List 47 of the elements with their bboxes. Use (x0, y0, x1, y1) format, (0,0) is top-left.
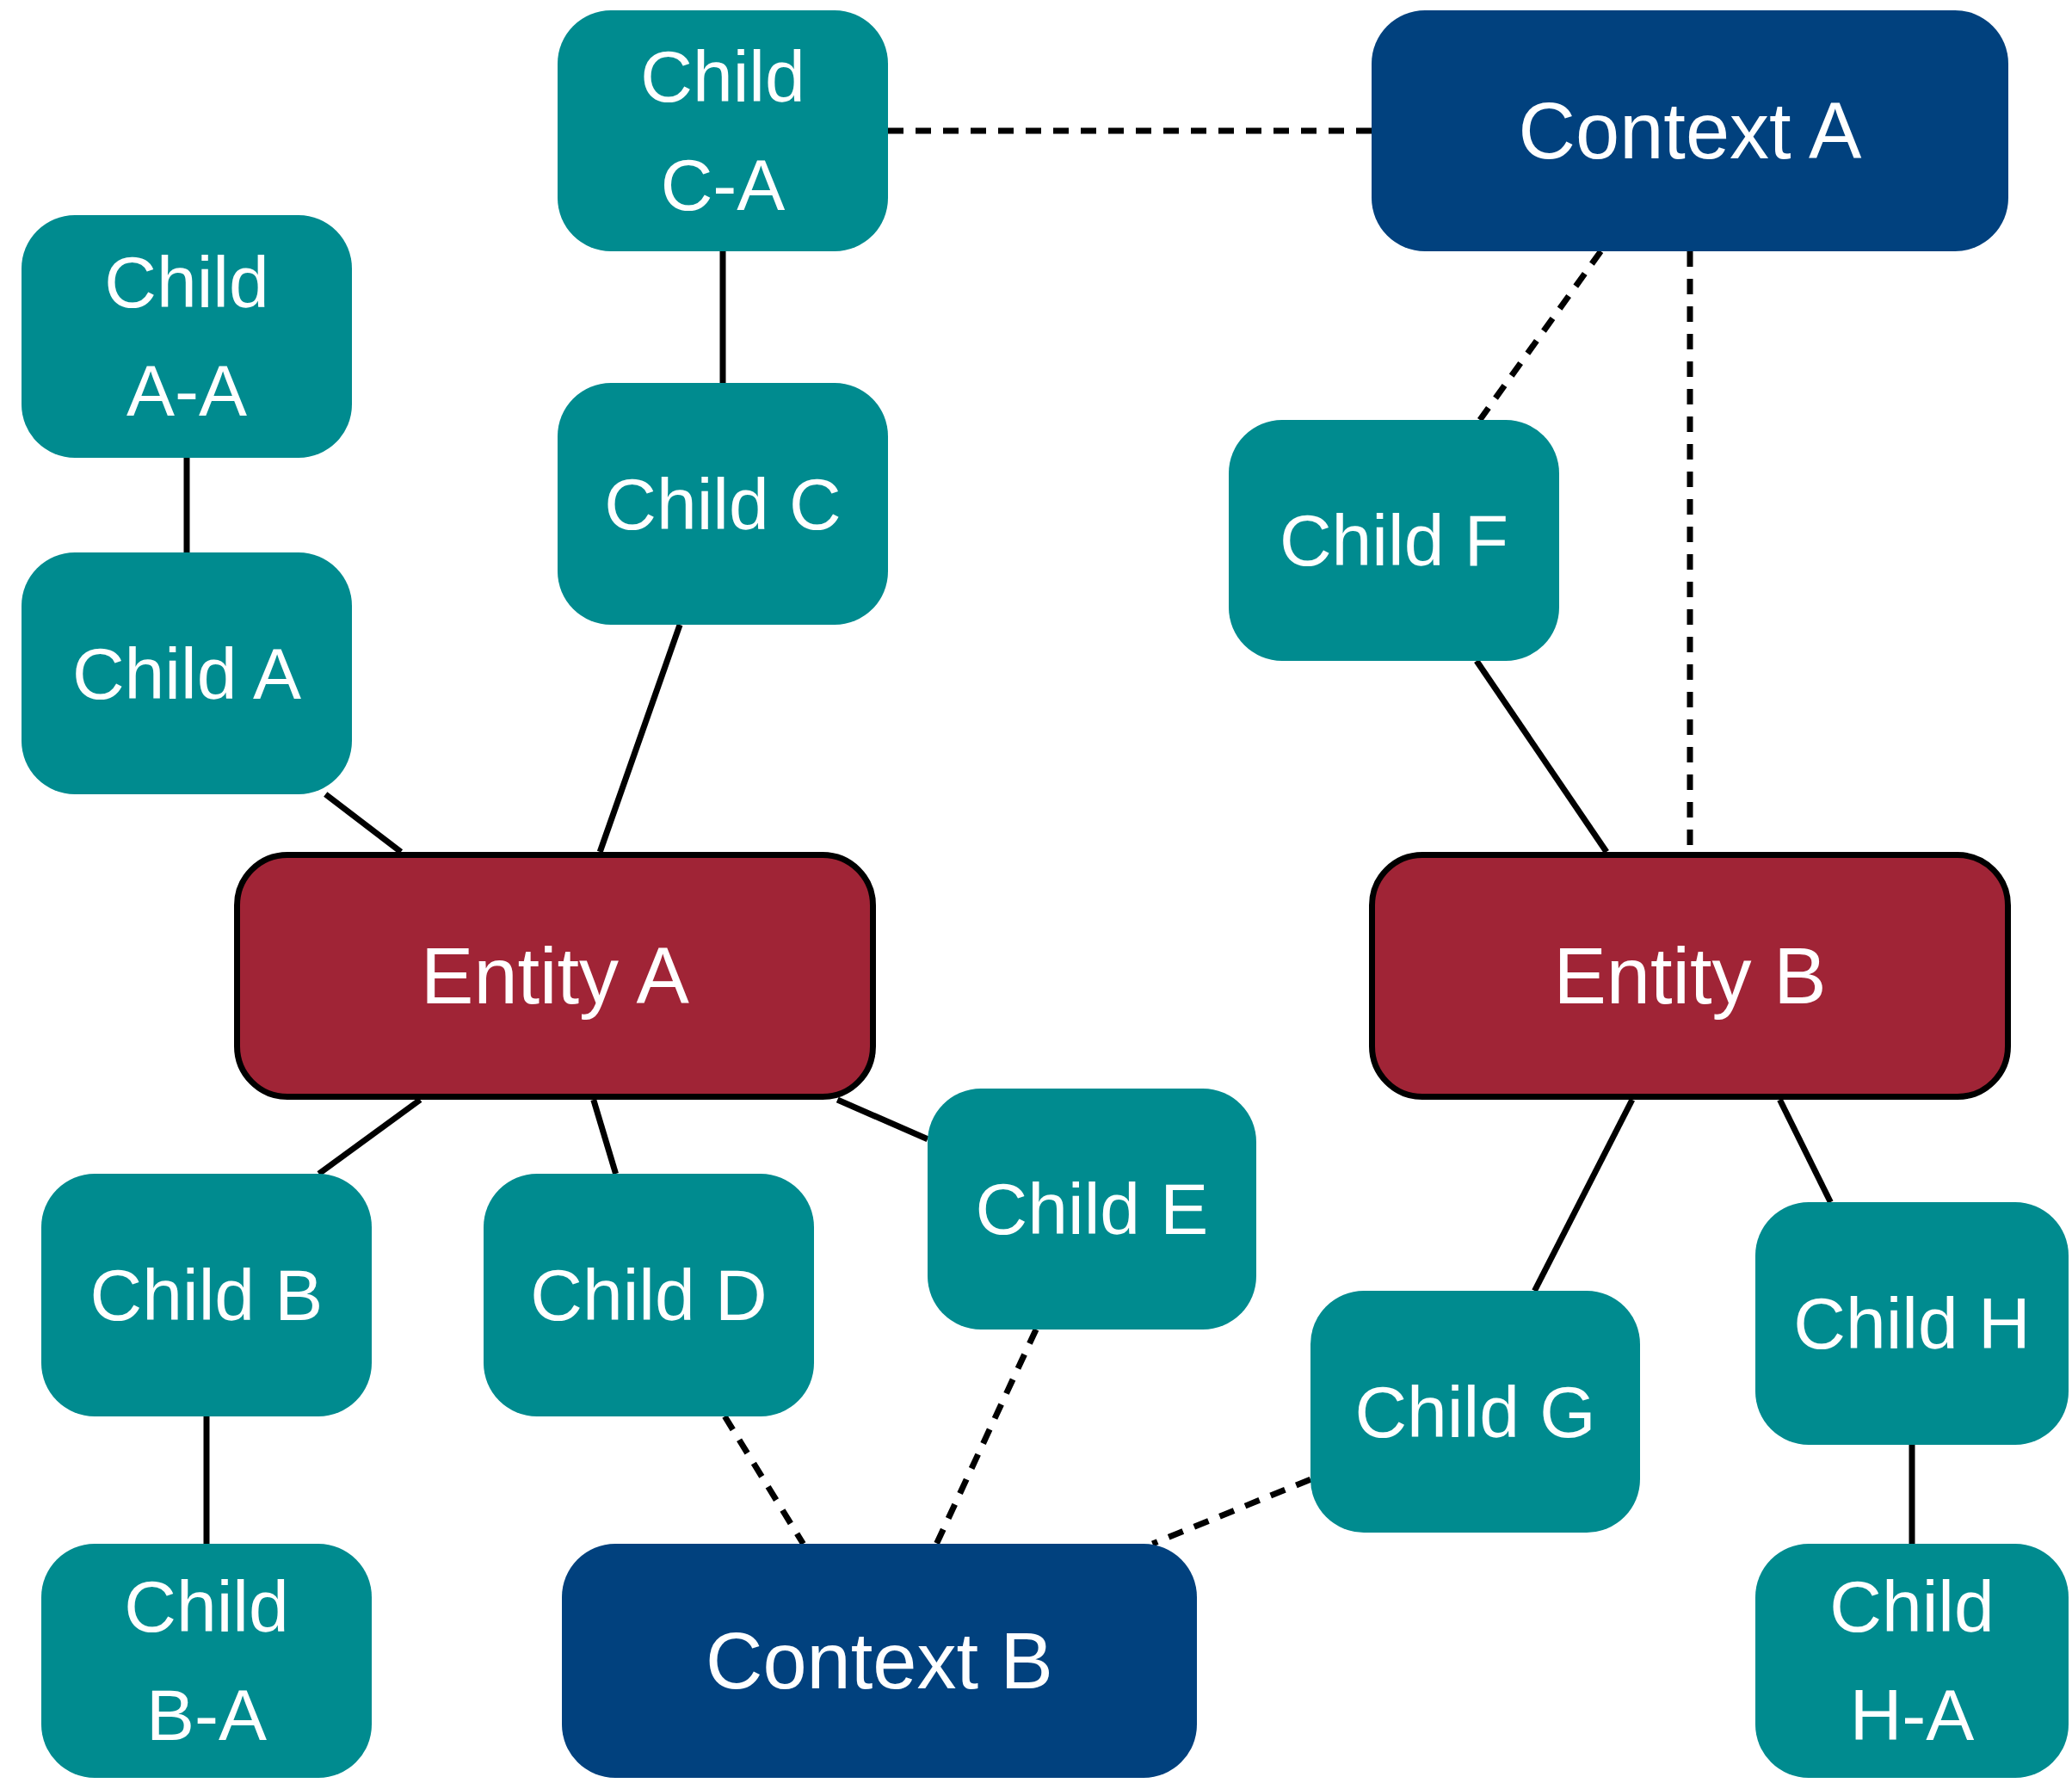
connector (183, 458, 190, 552)
connector (719, 251, 726, 383)
connector (836, 1096, 929, 1142)
node-label: Child B (89, 1254, 324, 1337)
child-box (1229, 420, 1559, 661)
child-box (1755, 1544, 2069, 1778)
child-box (484, 1174, 814, 1416)
context-box (562, 1544, 1197, 1778)
connector (1909, 1445, 1915, 1544)
dashed-connector (722, 1415, 806, 1545)
node-label: Child C (604, 462, 842, 546)
entity-box (1369, 852, 2011, 1100)
dashed-connector (934, 1328, 1039, 1545)
node-label: Child B-A (123, 1565, 290, 1757)
child-box (22, 215, 352, 458)
node-label: Context B (706, 1616, 1053, 1706)
node-label: Child A (71, 632, 302, 716)
context-box (1372, 10, 2008, 251)
connector (1532, 1098, 1635, 1293)
node-label: Child C-A (639, 35, 806, 227)
dashed-connector (1477, 249, 1604, 423)
connector (590, 1099, 619, 1175)
connector (1777, 1098, 1834, 1204)
child-box (558, 10, 888, 251)
node-label: Child F (1279, 499, 1509, 583)
node-label: Context A (1518, 86, 1862, 176)
node-label: Child D (530, 1254, 768, 1337)
child-box (558, 383, 888, 625)
child-box (928, 1089, 1256, 1330)
node-label: Child A-A (103, 241, 270, 433)
child-box (1310, 1291, 1640, 1533)
connector (596, 623, 683, 854)
entity-box (234, 852, 876, 1100)
dashed-connector (1151, 1476, 1312, 1547)
dashed-connector (888, 127, 1372, 134)
child-box (22, 552, 352, 794)
connector (1474, 659, 1609, 854)
node-label: Entity A (421, 931, 689, 1021)
node-label: Child H (1793, 1282, 2031, 1366)
node-label: Entity B (1553, 931, 1827, 1021)
child-box (41, 1544, 372, 1778)
connector (203, 1416, 210, 1544)
node-label: Child H-A (1828, 1565, 1995, 1757)
node-label: Child G (1354, 1370, 1596, 1454)
child-box (1755, 1202, 2069, 1445)
child-box (41, 1174, 372, 1416)
node-label: Child E (975, 1168, 1209, 1251)
